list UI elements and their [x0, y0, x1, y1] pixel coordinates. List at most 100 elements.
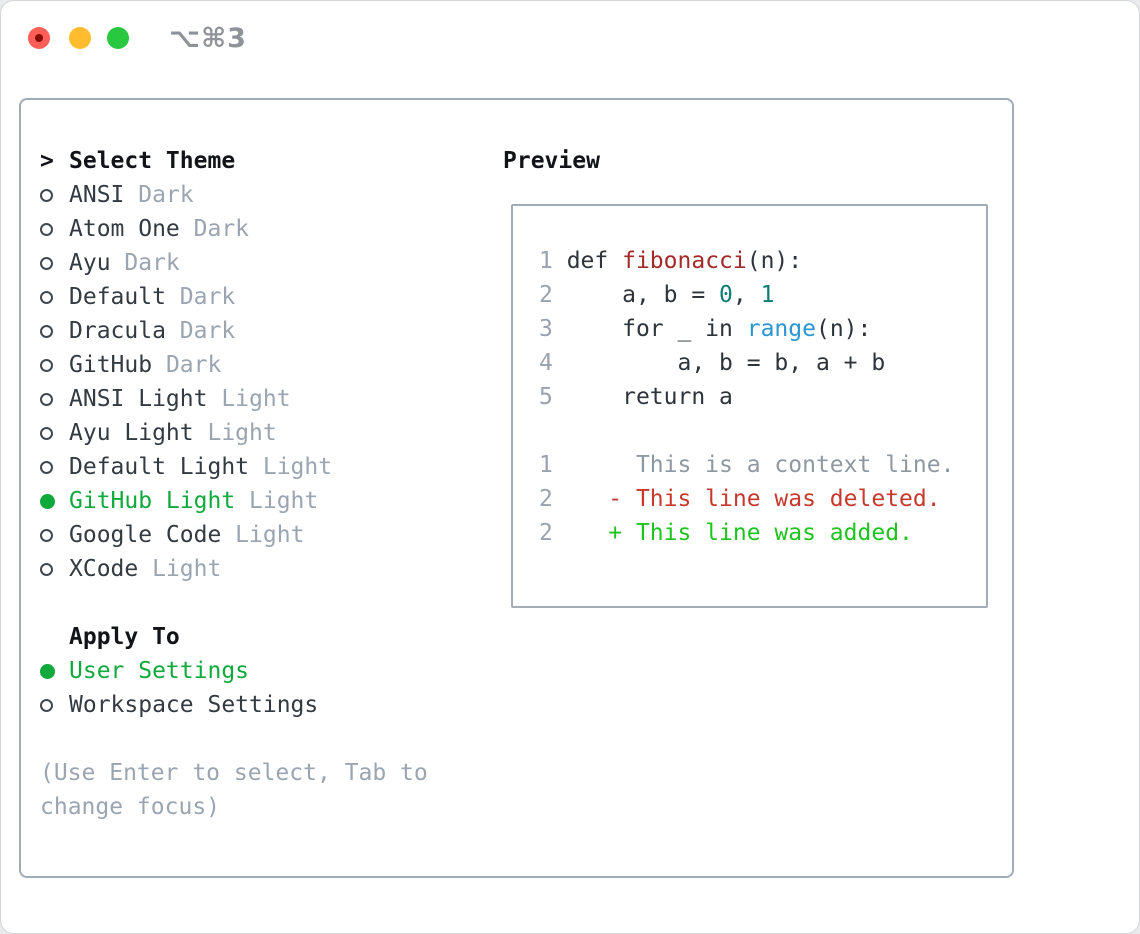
code-line: 2 a, b = 0, 1: [539, 278, 986, 312]
option-variant-label: Light: [138, 556, 222, 582]
option-variant-label: Dark: [110, 250, 180, 276]
theme-option-dracula-dark[interactable]: Dracula Dark: [40, 314, 480, 348]
radio-marker: [40, 392, 55, 406]
code-line: 2 + This line was added.: [539, 516, 986, 550]
option-label: Google Code: [69, 522, 222, 548]
theme-option-ansi-light-light[interactable]: ANSI Light Light: [40, 382, 480, 416]
radio-unselected-icon: [40, 562, 53, 576]
option-variant-label: Light: [207, 386, 291, 412]
line-number: 2: [539, 520, 553, 546]
theme-option-default-light-light[interactable]: Default Light Light: [40, 450, 480, 484]
option-variant-label: Dark: [165, 318, 236, 344]
option-label: GitHub: [69, 352, 153, 378]
radio-unselected-icon: [40, 256, 53, 270]
hint-text: (Use Enter to select, Tab to change focu…: [40, 760, 428, 820]
option-label: Ayu: [69, 250, 111, 276]
close-button[interactable]: [28, 27, 50, 49]
option-variant-label: Light: [221, 522, 305, 548]
code-token-num: 0: [719, 282, 733, 308]
radio-marker: [40, 256, 55, 270]
picker-header-row: > Select Theme: [40, 144, 480, 178]
radio-selected-icon: [40, 493, 55, 509]
line-number: 2: [539, 282, 553, 308]
apply-option-workspace-settings[interactable]: Workspace Settings: [40, 688, 480, 722]
option-variant-label: Dark: [124, 182, 194, 208]
theme-option-atom-one-dark[interactable]: Atom One Dark: [40, 212, 480, 246]
option-variant-label: Dark: [152, 352, 222, 378]
maximize-button[interactable]: [107, 27, 129, 49]
code-token-code: a, b =: [552, 282, 720, 308]
radio-marker: [40, 426, 55, 440]
radio-marker: [40, 222, 55, 236]
code-line: 1 def fibonacci(n):: [539, 244, 986, 278]
line-number: 1: [539, 452, 553, 478]
theme-option-xcode-light[interactable]: XCode Light: [40, 552, 480, 586]
prompt-caret-icon: >: [40, 148, 54, 174]
code-token-code: return a: [552, 384, 733, 410]
option-label: Workspace Settings: [69, 692, 319, 718]
radio-marker: [40, 493, 55, 509]
line-number: 1: [539, 248, 553, 274]
radio-marker: [40, 290, 55, 304]
option-variant-label: Dark: [165, 284, 236, 310]
option-variant-label: Light: [235, 488, 319, 514]
theme-option-github-light-light[interactable]: GitHub Light Light: [40, 484, 480, 518]
option-variant-label: Light: [249, 454, 333, 480]
theme-option-github-dark[interactable]: GitHub Dark: [40, 348, 480, 382]
radio-unselected-icon: [40, 392, 53, 406]
code-line: 4 a, b = b, a + b: [539, 346, 986, 380]
picker-title: Select Theme: [69, 148, 236, 174]
minimize-button[interactable]: [69, 27, 91, 49]
option-label: Default: [69, 284, 166, 310]
titlebar: ⌥⌘3: [1, 1, 1139, 75]
option-label: Dracula: [69, 318, 166, 344]
code-token-builtin: range: [746, 316, 816, 342]
radio-unselected-icon: [40, 188, 53, 202]
radio-marker: [40, 663, 55, 679]
radio-marker: [40, 562, 55, 576]
theme-option-google-code-light[interactable]: Google Code Light: [40, 518, 480, 552]
apply-option-user-settings[interactable]: User Settings: [40, 654, 480, 688]
code-line: 5 return a: [539, 380, 986, 414]
radio-marker: [40, 188, 55, 202]
option-label: XCode: [69, 556, 139, 582]
code-line: 1 This is a context line.: [539, 448, 986, 482]
option-label: GitHub Light: [69, 488, 236, 514]
code-token-code: a, b = b, a + b: [552, 350, 886, 376]
code-token-code: ,: [732, 282, 761, 308]
option-label: Ayu Light: [69, 420, 194, 446]
radio-unselected-icon: [40, 426, 53, 440]
option-variant-label: Dark: [179, 216, 250, 242]
code-token-ctx: This is a context line.: [552, 452, 955, 478]
radio-unselected-icon: [40, 290, 53, 304]
prompt-marker: >: [40, 148, 55, 174]
window-title: ⌥⌘3: [169, 23, 247, 54]
line-number: 4: [539, 350, 553, 376]
code-token-func: fibonacci: [622, 248, 747, 274]
option-label: Atom One: [69, 216, 180, 242]
spacer-row: [40, 586, 480, 620]
theme-option-ayu-dark[interactable]: Ayu Dark: [40, 246, 480, 280]
option-label: User Settings: [69, 658, 250, 684]
theme-option-ansi-dark[interactable]: ANSI Dark: [40, 178, 480, 212]
radio-unselected-icon: [40, 698, 53, 712]
radio-marker: [40, 528, 55, 542]
code-token-code: for _ in: [552, 316, 747, 342]
theme-option-ayu-light-light[interactable]: Ayu Light Light: [40, 416, 480, 450]
theme-option-default-dark[interactable]: Default Dark: [40, 280, 480, 314]
apply-to-label: Apply To: [69, 624, 180, 650]
close-modified-dot: [35, 34, 43, 42]
code-line: 3 for _ in range(n):: [539, 312, 986, 346]
radio-unselected-icon: [40, 222, 53, 236]
code-token-code: (n):: [746, 248, 803, 274]
preview-title: Preview: [503, 148, 600, 174]
radio-marker: [40, 460, 55, 474]
radio-selected-icon: [40, 663, 55, 679]
option-variant-label: Light: [193, 420, 277, 446]
